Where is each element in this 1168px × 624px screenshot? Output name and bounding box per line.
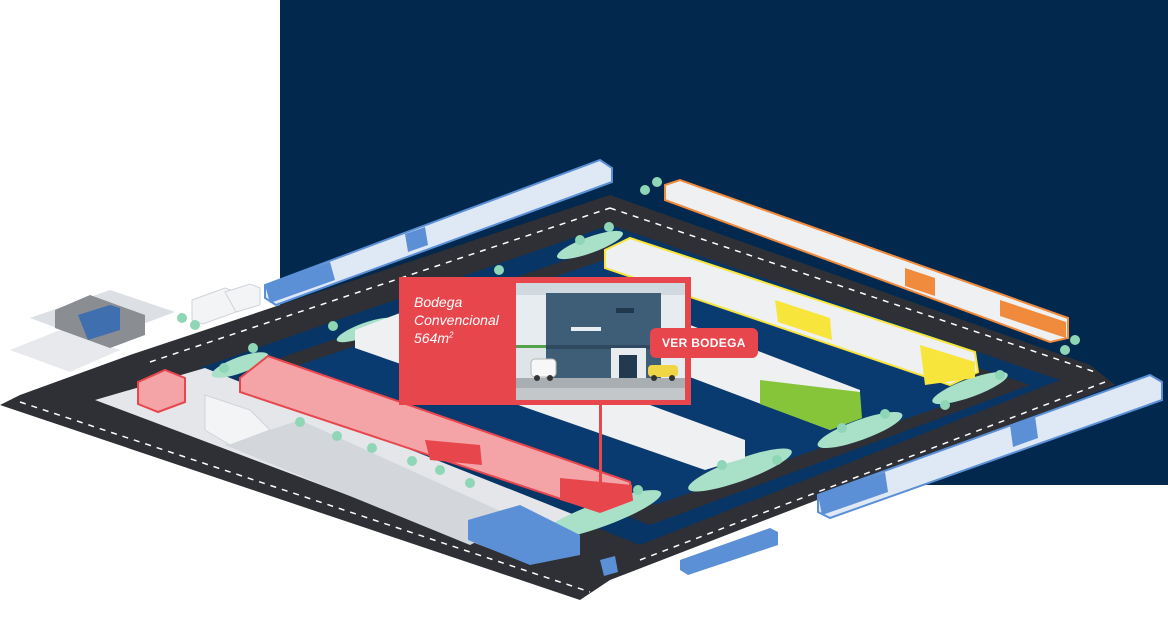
- warehouse-area-value: 564m: [414, 330, 450, 346]
- warehouse-strip-northeast: [664, 178, 1069, 344]
- blue-building-left: [78, 305, 120, 340]
- road-stripes: [19, 207, 1106, 593]
- warehouse-photo-illustration: [516, 283, 685, 400]
- warehouse-area: 564m2: [414, 329, 519, 347]
- blue-building-bottom-3: [600, 556, 618, 576]
- warehouse-info-text: Bodega Convencional 564m2: [414, 293, 519, 347]
- blue-building-bottom-2: [680, 528, 778, 575]
- warehouse-strip-northeast-orange-1: [905, 268, 935, 296]
- white-building-3: [204, 394, 271, 446]
- warehouse-strip-northeast-orange-2: [1000, 300, 1066, 338]
- warehouse-photo: [516, 283, 685, 400]
- warehouse-strip-northwest-accent-2: [405, 227, 428, 252]
- warehouse-area-unit-superscript: 2: [449, 330, 454, 340]
- warehouse-row-yellow-block-1: [775, 300, 832, 340]
- view-warehouse-button[interactable]: VER BODEGA: [650, 328, 758, 358]
- trees: [177, 177, 1080, 495]
- warehouse-strip-northwest: [264, 158, 613, 307]
- warehouse-strip-east-accent-2: [818, 472, 888, 515]
- warehouse-type-line-1: Bodega: [414, 294, 463, 310]
- blue-building-bottom-1: [468, 505, 580, 565]
- white-building-2: [224, 283, 261, 313]
- selected-warehouse-red-block-2: [560, 478, 632, 512]
- small-warehouse-red[interactable]: [137, 368, 186, 414]
- tooltip-pointer-line: [599, 404, 602, 482]
- warehouse-type-line-2: Convencional: [414, 312, 499, 328]
- ground-plate-left: [10, 330, 120, 372]
- ground-plate-lower: [225, 420, 520, 545]
- warehouse-row-yellow-block-2: [920, 345, 975, 385]
- warehouse-row-green-block: [760, 380, 862, 430]
- selected-warehouse-red-block-1: [425, 440, 482, 465]
- warehouse-strip-east: [817, 373, 1163, 520]
- warehouse-strip-east-accent: [1010, 416, 1038, 447]
- warehouse-strip-northwest-accent: [265, 262, 335, 303]
- warehouse-info-card[interactable]: Bodega Convencional 564m2: [399, 277, 691, 405]
